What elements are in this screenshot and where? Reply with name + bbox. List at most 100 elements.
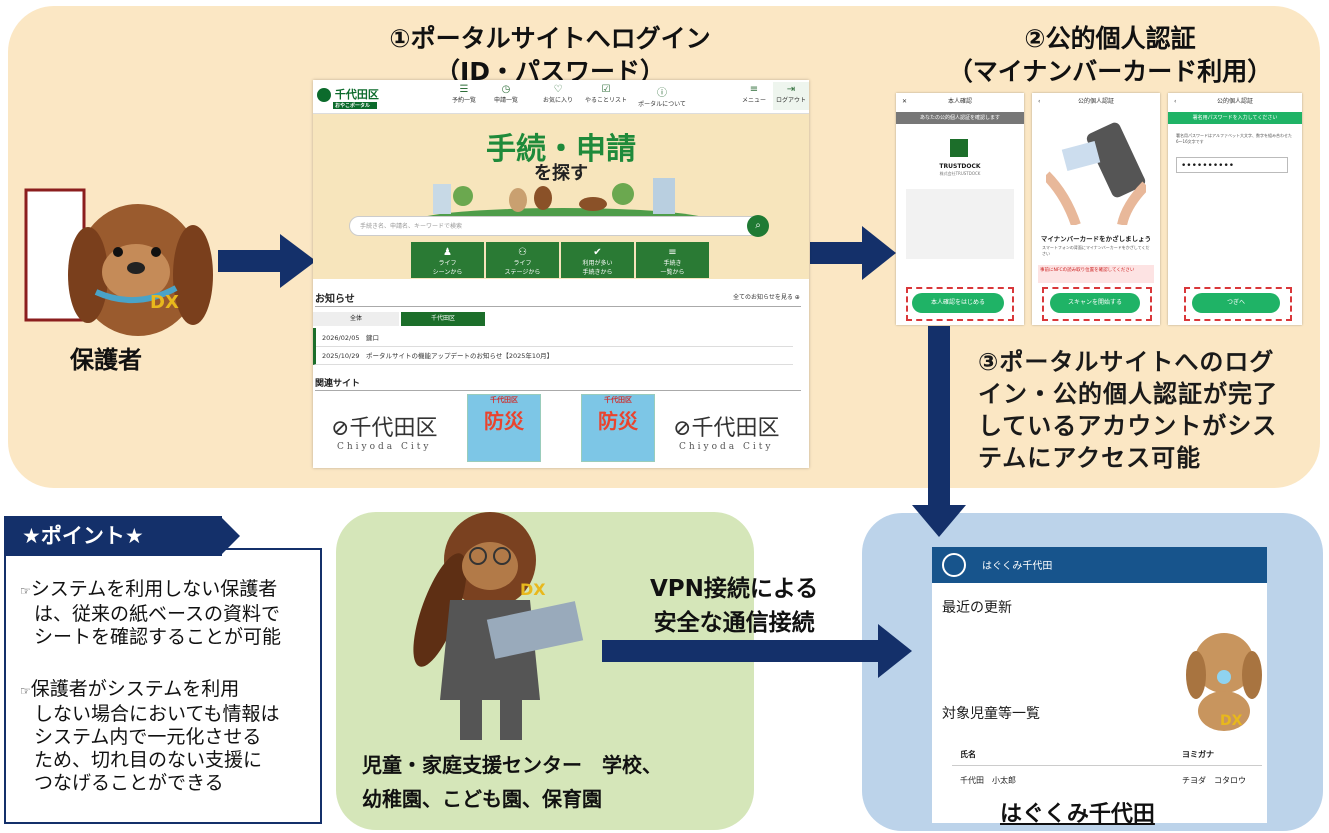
heart-icon: ♡ [553,84,563,95]
menu-button[interactable]: ≡メニュー [737,84,771,104]
trustdock-logo-icon [950,139,968,157]
pointing-hand-icon: ☞ [20,584,31,598]
divider [315,390,801,391]
info-icon: ⓘ [657,88,667,99]
info-block [906,189,1014,259]
back-icon[interactable]: ‹ [1038,98,1041,105]
search-input[interactable]: 手続き名、申請名、キーワードで検索 [349,216,761,236]
start-identity-button[interactable]: 本人確認をはじめる [912,293,1004,313]
highlight-frame [1184,287,1292,321]
city-emblem-icon: ⊘ [331,416,350,441]
hero-illustration [427,178,699,216]
portal-logo[interactable]: 千代田区 おやこポータル [317,86,379,109]
news-row[interactable]: 2025/10/29 ポータルサイトの機能アップデートのお知らせ【2025年10… [313,346,793,365]
news-row[interactable]: 2026/02/05 鍵口 [313,328,793,347]
arrow-head-icon [862,226,896,280]
center-label: 児童・家庭支援センター 学校、 幼稚園、こども園、保育園 [362,753,662,811]
arrow-to-portal [218,250,284,272]
list-icon: ☰ [459,84,469,95]
arrow-vpn [602,640,882,662]
divider [315,306,801,307]
hagukumi-header: はぐくみ千代田 [932,547,1267,583]
svg-text:DX: DX [1220,713,1243,729]
divider [952,765,1262,766]
category-popular[interactable]: ✔利用が多い手続きから [561,242,634,278]
arrow-head-icon [912,505,966,537]
vpn-label: VPN接続による 安全な通信接続 [650,576,819,636]
logout-icon: ⇥ [786,84,796,95]
phone-scan-illustration [1046,122,1146,225]
phone-screen-scan: ‹公的個人認証 マイナンバーカードをかざしましょう スマートフォンの背面にマイナ… [1032,93,1160,325]
logout-button[interactable]: ⇥ログアウト [773,82,809,110]
news-all-link[interactable]: 全てのお知らせを見る ⊕ [733,294,800,301]
guardian-label: 保護者 [70,346,142,374]
news-heading: お知らせ [315,294,355,305]
category-life-scene[interactable]: ♟ライフシーンから [411,242,484,278]
hagukumi-body: 最近の更新 対象児童等一覧 氏名 ヨミガナ 千代田 小太郎 チヨダ コタロウ D… [932,583,1267,823]
tab-chiyoda[interactable]: 千代田区 [401,312,485,326]
hagukumi-caption: はぐくみ千代田 [1000,802,1155,827]
phone-screen-identity: ✕本人確認 あなたの公的個人認証を確認します TRUSTDOCK 株式会社TRU… [896,93,1024,325]
life-scene-icon: ♟ [443,247,452,258]
start-scan-button[interactable]: スキャンを開始する [1050,293,1140,313]
nav-reservations[interactable]: ☰予約一覧 [439,84,489,104]
nav-applications[interactable]: ◷申請一覧 [481,84,531,104]
chiyoda-city-logo[interactable]: ⊘千代田区 Chiyoda City [673,416,780,452]
point-box: ☞システムを利用しない保護者 は、従来の紙ベースの資料で シートを確認することが… [4,548,322,824]
staff-dog-illustration: DX [413,512,584,740]
related-heading: 関連サイト [315,379,361,389]
back-icon[interactable]: ‹ [1174,98,1177,105]
tab-all[interactable]: 全体 [313,312,399,326]
point-item-1: ☞システムを利用しない保護者 は、従来の紙ベースの資料で シートを確認することが… [20,578,282,648]
svg-text:DX: DX [520,580,546,599]
city-emblem-icon: ⊘ [673,416,692,441]
arrow-down-to-system [928,326,950,512]
child-row-kana[interactable]: チヨダ コタロウ [1182,776,1246,785]
phone-screen-password: ‹公的個人認証 署名用パスワードを入力してください 署名用パスワードはアルファベ… [1168,93,1302,325]
next-button[interactable]: つぎへ [1192,293,1280,313]
svg-text:DX: DX [150,292,179,313]
category-life-stage[interactable]: ⚇ライフステージから [486,242,559,278]
child-row-name[interactable]: 千代田 小太郎 [960,776,1016,785]
clock-icon: ◷ [501,84,511,95]
portal-header: 千代田区 おやこポータル ☰予約一覧 ◷申請一覧 ♡お気に入り ☑やることリスト… [313,80,809,114]
check-badge-icon: ✔ [593,247,602,258]
portal-logo-icon [317,88,331,102]
password-input[interactable]: •••••••••• [1176,157,1288,173]
nav-todo[interactable]: ☑やることリスト [581,84,631,104]
child-list-heading: 対象児童等一覧 [942,706,1040,722]
arrow-head-icon [878,624,912,678]
highlight-frame [1042,287,1152,321]
list-icon: ≡ [668,247,677,258]
bousai-banner[interactable]: 千代田区 防災 [581,394,655,462]
hero-title: 手続・申請 [486,132,636,167]
recent-updates-heading: 最近の更新 [942,600,1012,616]
pointing-hand-icon: ☞ [20,684,31,698]
arrow-to-auth [810,242,866,264]
search-icon[interactable]: ⌕ [747,215,769,237]
check-icon: ☑ [601,84,611,95]
menu-icon: ≡ [749,84,759,95]
nav-favorites[interactable]: ♡お気に入り [533,84,583,104]
support-center-panel [336,512,754,830]
step3-text: ③ポータルサイトへのログ イン・公的個人認証が完了 しているアカウントがシス テ… [978,348,1278,472]
city-emblem-icon [942,553,966,577]
arrow-head-icon [280,234,316,288]
step2-title: ②公的個人認証 （マイナンバーカード利用） [947,24,1273,86]
family-icon: ⚇ [518,247,527,258]
highlight-frame [906,287,1014,321]
tag-tail-icon [220,516,240,556]
point-tag: ★ポイント★ [4,516,222,556]
chiyoda-city-logo[interactable]: ⊘千代田区 Chiyoda City [331,416,438,452]
point-item-2: ☞保護者がシステムを利用 しない場合においても情報は システム内で一元化させる … [20,678,280,794]
category-all[interactable]: ≡手続き一覧から [636,242,709,278]
step1-title: ①ポータルサイトへログイン （ID・パスワード） [389,24,711,86]
close-icon[interactable]: ✕ [902,98,908,105]
hero-subtitle: を探す [534,163,588,184]
portal-screenshot: 千代田区 おやこポータル ☰予約一覧 ◷申請一覧 ♡お気に入り ☑やることリスト… [313,80,809,468]
baby-dog-illustration: DX [1186,633,1262,731]
guardian-dog-illustration: DX [24,188,213,336]
bousai-banner[interactable]: 千代田区 防災 [467,394,541,462]
portal-hero: 手続・申請 を探す 手続き名、申請名、キーワードで検索 ⌕ ♟ライフシーンから … [313,114,809,279]
